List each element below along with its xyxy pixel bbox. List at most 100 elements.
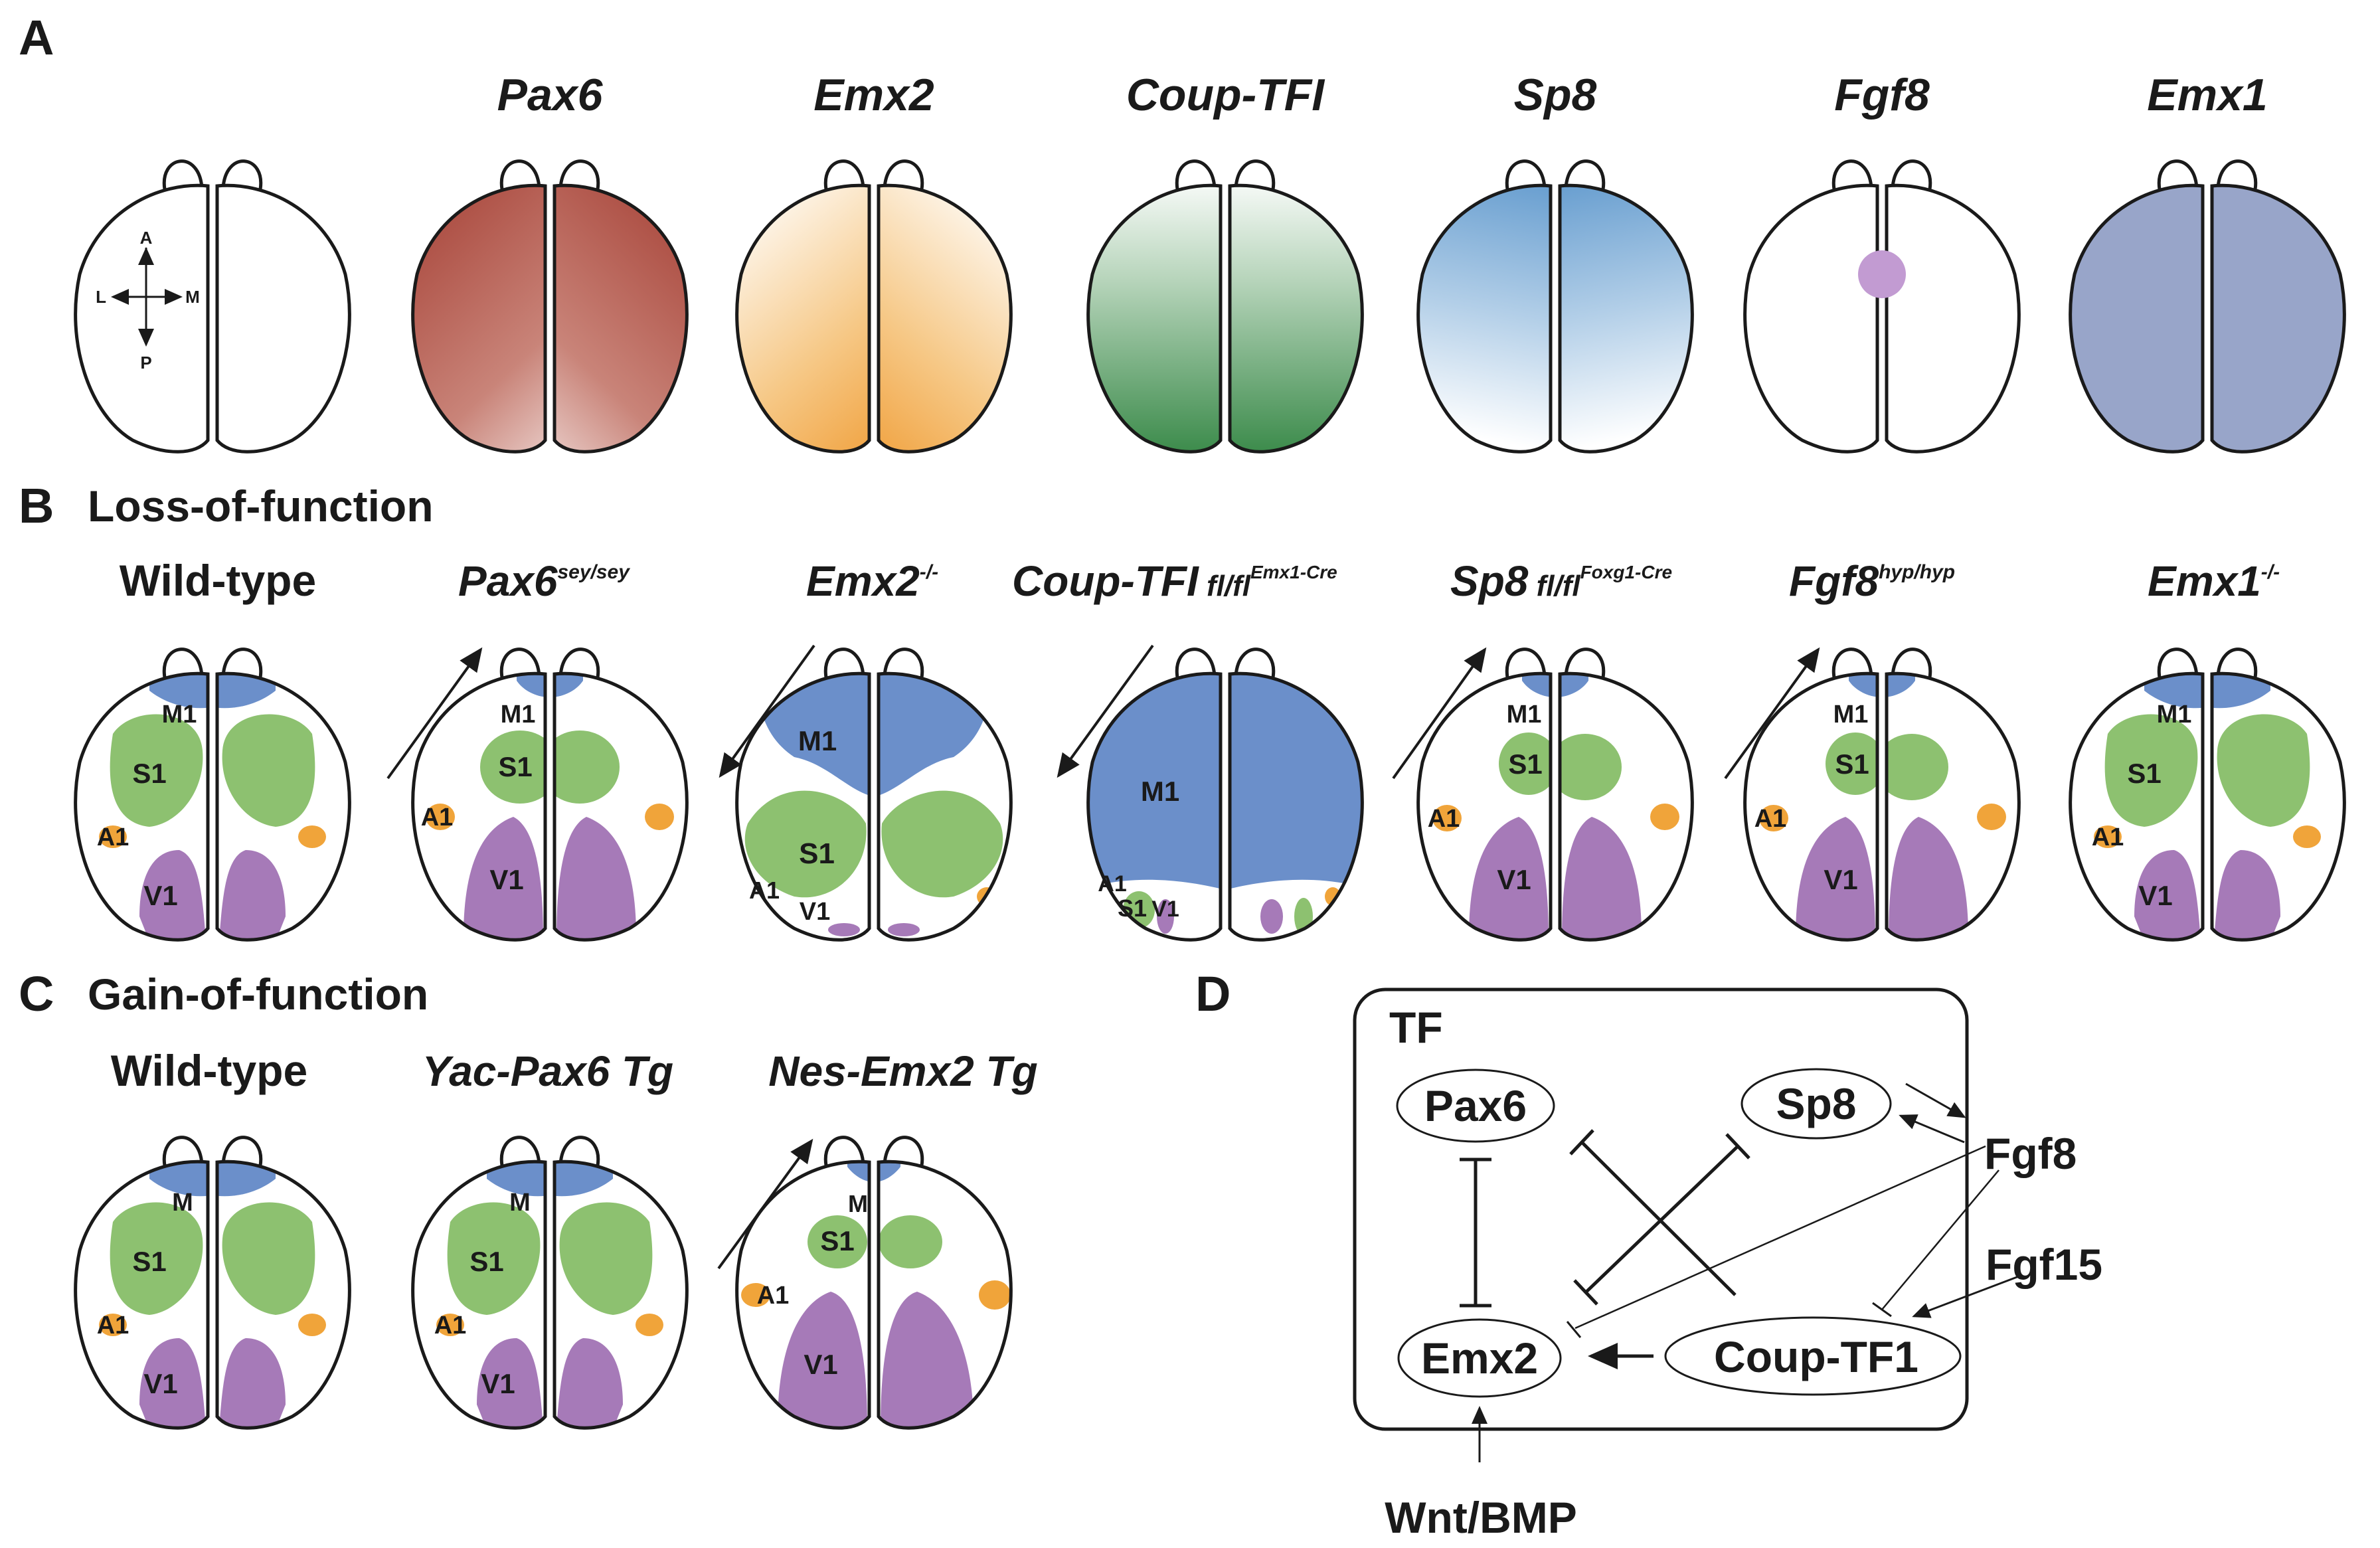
signal-label-fgf8: Fgf8 <box>1984 1129 2077 1178</box>
gene-label-pax6: Pax6 <box>497 70 604 120</box>
node-label-pax6: Pax6 <box>1424 1081 1527 1130</box>
left-hemisphere <box>1416 671 1553 942</box>
signal-label-wnt-bmp: Wnt/BMP <box>1385 1493 1577 1542</box>
shift-arrows-b <box>386 644 1820 780</box>
area-label-m1: M1 <box>501 701 536 729</box>
right-hemisphere <box>552 671 689 942</box>
area-label-a1: A1 <box>421 804 454 831</box>
brain-sp8-cko-map: M1 S1 A1 V1 <box>1416 647 1694 942</box>
area-label-s1: S1 <box>799 837 835 870</box>
left-hemisphere <box>2069 671 2205 942</box>
area-label-m1: M1 <box>2157 701 2192 729</box>
gene-label-fgf8: Fgf8 <box>1834 70 1930 120</box>
area-label-m: M <box>848 1190 868 1217</box>
node-emx2: Emx2 <box>1397 1318 1562 1398</box>
left-hemisphere <box>74 671 210 942</box>
right-hemisphere <box>2210 671 2346 942</box>
area-label-a1: A1 <box>1098 871 1126 897</box>
right-hemisphere <box>215 1160 351 1430</box>
area-label-s1: S1 <box>132 758 166 789</box>
area-label-s1: S1 <box>1835 748 1869 780</box>
left-hemisphere <box>1086 671 1223 942</box>
right-hemisphere <box>215 183 351 454</box>
genotype-emx1-null: Emx1-/- <box>2148 557 2280 605</box>
brain-yac-pax6-map: M S1 A1 V1 <box>411 1136 689 1430</box>
node-label-couptf1: Coup-TF1 <box>1714 1332 1918 1381</box>
brain-couptfi-cko-map: M1 A1 S1 V1 <box>1086 647 1364 942</box>
right-hemisphere <box>877 671 1013 942</box>
axis-cross <box>111 247 183 347</box>
brain-emx2-null-map: M1 S1 A1 V1 <box>735 647 1013 942</box>
gof-label-wild-type: Wild-type <box>111 1046 307 1095</box>
brain-wild-type-map: M1 S1 A1 V1 <box>74 647 351 942</box>
network-edges <box>1460 1082 2019 1462</box>
left-hemisphere <box>411 1160 547 1430</box>
brain-emx2-gradient <box>735 159 1013 454</box>
area-label-m: M <box>509 1189 531 1217</box>
area-label-s1: S1 <box>1508 748 1542 780</box>
right-hemisphere <box>1558 183 1694 454</box>
shift-arrow-rostral <box>1724 647 1820 780</box>
gene-label-emx2: Emx2 <box>813 70 934 120</box>
brain-gof-wild-type-map: M S1 A1 V1 <box>74 1136 351 1430</box>
area-label-a1: A1 <box>749 877 780 904</box>
brain-pax6-sey-map: M1 S1 A1 V1 <box>411 647 689 942</box>
node-label-emx2: Emx2 <box>1421 1333 1538 1383</box>
area-label-v1: V1 <box>1497 864 1531 895</box>
left-hemisphere <box>735 183 871 454</box>
area-label-m: M <box>172 1189 193 1217</box>
area-label-v1: V1 <box>481 1368 515 1399</box>
shift-arrow-rostral <box>386 647 483 780</box>
genotype-couptfi-cko: Coup-TFI fl/flEmx1-Cre <box>1012 557 1337 605</box>
olfactory-bulbs <box>162 159 263 190</box>
left-hemisphere <box>74 183 210 454</box>
area-label-a1: A1 <box>757 1282 790 1310</box>
brain-emx1-null-map: M1 S1 A1 V1 <box>2069 647 2346 942</box>
left-hemisphere <box>1743 183 1879 454</box>
genotype-pax6-sey: Pax6sey/sey <box>458 557 630 605</box>
area-label-v1: V1 <box>143 1368 177 1399</box>
panel-b-title: Loss-of-function <box>88 481 434 531</box>
gof-label-nes-emx2: Nes-Emx2 Tg <box>768 1047 1037 1095</box>
area-label-s1: S1 <box>2127 758 2161 789</box>
right-hemisphere <box>1228 671 1364 942</box>
right-hemisphere <box>1885 671 2021 942</box>
left-hemisphere <box>1086 183 1223 454</box>
gene-label-emx1: Emx1 <box>2147 70 2267 120</box>
axis-label-lateral: L <box>96 287 106 307</box>
genotype-emx2-null: Emx2-/- <box>806 557 938 605</box>
shift-arrow-caudal <box>719 644 815 778</box>
panel-c-letter: C <box>19 966 54 1021</box>
area-label-s1: S1 <box>469 1246 503 1277</box>
area-label-v1: V1 <box>489 864 523 895</box>
genotype-wild-type: Wild-type <box>120 556 316 605</box>
area-label-s1: S1 <box>498 751 532 782</box>
brain-emx1-uniform <box>2069 159 2346 454</box>
brain-fgf8-hyp-map: M1 S1 A1 V1 <box>1743 647 2021 942</box>
panel-a-letter: A <box>19 10 54 65</box>
right-hemisphere <box>1228 183 1364 454</box>
brain-couptfi-gradient <box>1086 159 1364 454</box>
gene-label-couptfi: Coup-TFI <box>1126 70 1325 120</box>
node-couptf1: Coup-TF1 <box>1664 1316 1962 1396</box>
area-label-a1: A1 <box>97 823 129 851</box>
panel-d-letter: D <box>1195 966 1231 1021</box>
gene-label-sp8: Sp8 <box>1514 70 1597 120</box>
area-label-v1: V1 <box>1151 897 1179 922</box>
right-hemisphere <box>877 183 1013 454</box>
fgf8-source-spot <box>1858 250 1906 298</box>
area-label-v1: V1 <box>1824 864 1857 895</box>
left-hemisphere <box>735 1160 871 1430</box>
area-label-a1: A1 <box>1428 805 1460 833</box>
genotype-fgf8-hyp: Fgf8hyp/hyp <box>1789 557 1955 605</box>
area-label-s1: S1 <box>132 1246 166 1277</box>
axis-label-posterior: P <box>140 353 151 373</box>
right-hemisphere <box>552 183 689 454</box>
area-label-m1: M1 <box>1141 776 1179 807</box>
area-label-m1: M1 <box>798 725 837 756</box>
brain-sp8-gradient <box>1416 159 1694 454</box>
right-hemisphere <box>215 671 351 942</box>
brain-nes-emx2-map: M S1 A1 V1 <box>735 1136 1013 1430</box>
left-hemisphere <box>1743 671 1879 942</box>
